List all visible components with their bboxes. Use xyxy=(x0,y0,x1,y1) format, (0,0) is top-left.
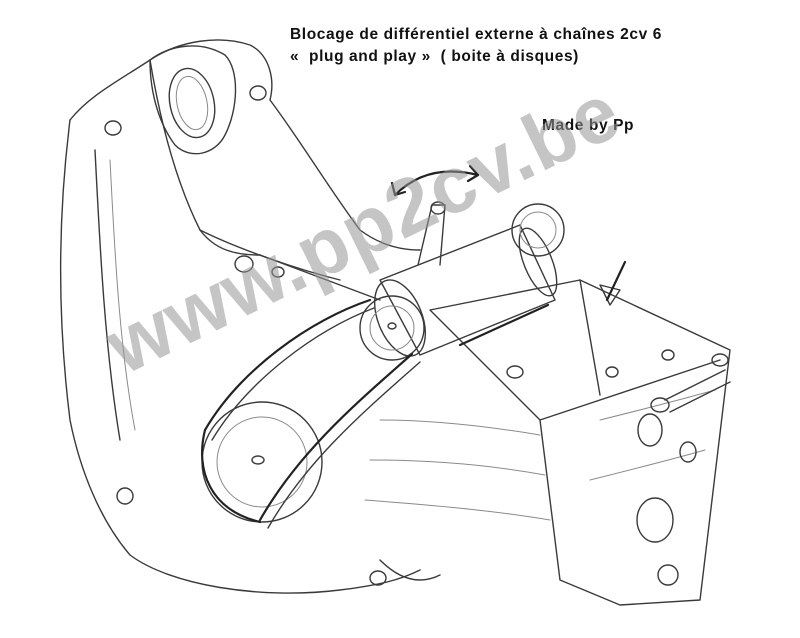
drawing-title: Blocage de différentiel externe à chaîne… xyxy=(290,24,662,68)
housing-ribs xyxy=(116,255,551,586)
drive-chain xyxy=(201,298,421,529)
sprocket-small xyxy=(359,295,425,361)
lever-arm xyxy=(390,164,480,266)
mounting-arm xyxy=(104,45,267,155)
rear-casing xyxy=(429,260,731,606)
sprocket-rear xyxy=(511,203,565,257)
gearbox-housing xyxy=(59,39,421,594)
title-line-1: Blocage de différentiel externe à chaîne… xyxy=(290,26,662,43)
lock-actuator xyxy=(373,224,558,357)
author-credit: Made by Pp xyxy=(542,117,635,134)
title-line-2: « plug and play » ( boite à disques) xyxy=(290,48,579,65)
sprocket-large xyxy=(201,401,323,523)
